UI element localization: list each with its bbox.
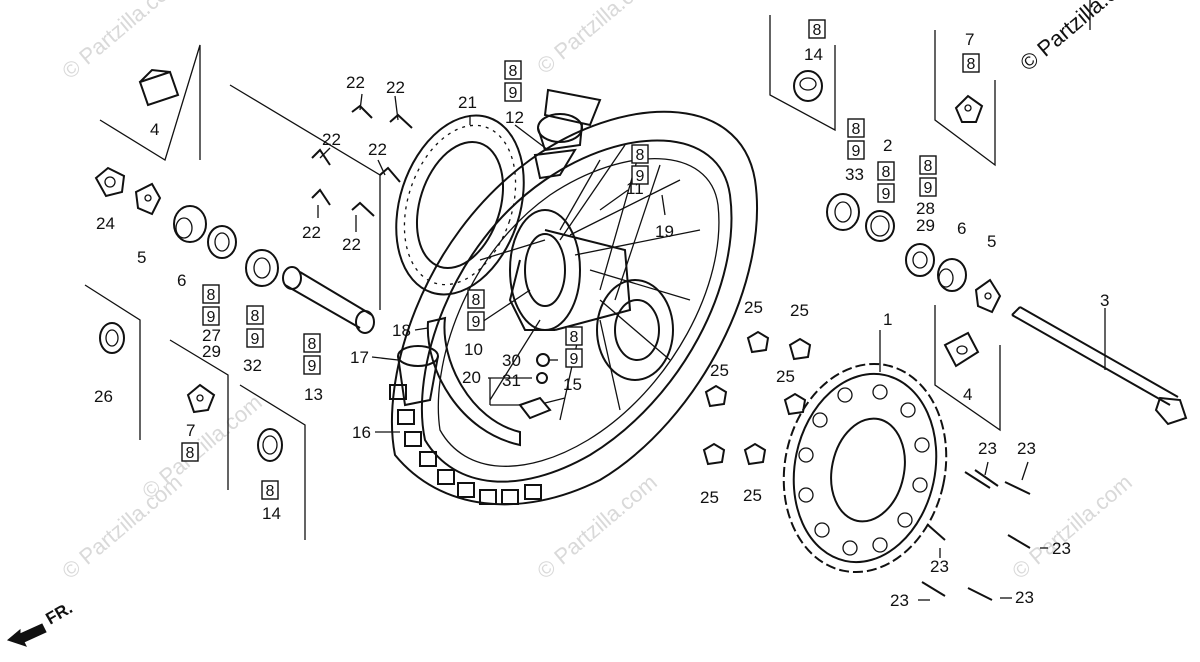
label-part-25: 25	[790, 301, 809, 320]
label-part-19: 19	[655, 222, 674, 241]
label-part-21: 21	[458, 93, 477, 112]
label-part-30: 30	[502, 351, 521, 370]
collar-6-left	[173, 205, 207, 243]
label-part-23: 23	[890, 591, 909, 610]
direction-label: FR.	[43, 598, 76, 628]
label-part-23: 23	[1017, 439, 1036, 458]
plate-7-right	[954, 94, 984, 123]
watermark: © Partzilla.com	[1007, 469, 1137, 583]
label-part-7: 7	[186, 421, 195, 440]
label-part-6: 6	[957, 219, 966, 238]
sprocket-bolts	[921, 469, 1031, 601]
label-part-23: 23	[1052, 539, 1071, 558]
label-part-25: 25	[710, 361, 729, 380]
label-part-20: 20	[462, 368, 481, 387]
label-part-26: 26	[94, 387, 113, 406]
label-part-4: 4	[963, 385, 972, 404]
label-part-6: 6	[177, 271, 186, 290]
label-part-23: 23	[1015, 588, 1034, 607]
sprocket-nuts	[702, 330, 812, 466]
label-part-12: 12	[505, 108, 524, 127]
spacer-13	[282, 266, 375, 334]
arrow-icon	[6, 623, 47, 647]
label-part-22: 22	[342, 235, 361, 254]
label-part-22: 22	[322, 130, 341, 149]
collar-6-right	[937, 258, 967, 292]
brake-disc	[395, 114, 525, 296]
valve-part	[518, 353, 552, 420]
label-part-17: 17	[350, 348, 369, 367]
nut-24	[94, 166, 126, 198]
seal-14-left	[257, 428, 283, 462]
plate-7-left	[186, 383, 216, 414]
label-part-10: 10	[464, 340, 483, 359]
label-part-4: 4	[150, 120, 159, 139]
collar-part	[533, 88, 602, 180]
label-part-1: 1	[883, 310, 892, 329]
watermark: © Partzilla.com	[532, 469, 662, 583]
label-part-13: 13	[304, 385, 323, 404]
label-part-18: 18	[392, 321, 411, 340]
label-part-16: 16	[352, 423, 371, 442]
label-part-29: 29	[202, 342, 221, 361]
label-part-5: 5	[987, 232, 996, 251]
label-part-23: 23	[930, 557, 949, 576]
label-part-22: 22	[346, 73, 365, 92]
wheel-hub	[508, 209, 674, 381]
watermark: © Partzilla.com	[532, 0, 662, 79]
plate-5-left	[134, 182, 162, 216]
label-part-25: 25	[744, 298, 763, 317]
bearing-32	[245, 249, 279, 287]
bearing-29	[905, 243, 935, 277]
label-part-22: 22	[302, 223, 321, 242]
label-part-25: 25	[700, 488, 719, 507]
label-part-32: 32	[243, 356, 262, 375]
label-part-14: 14	[804, 45, 823, 64]
tube-valve	[397, 345, 439, 407]
seal-14-right	[793, 70, 823, 102]
bearing-33	[826, 193, 860, 231]
label-part-5: 5	[137, 248, 146, 267]
copyright-text: © Partzilla.com	[1015, 0, 1145, 76]
label-part-27: 27	[202, 326, 221, 345]
watermark: © Partzilla.com	[137, 389, 267, 503]
label-part-25: 25	[743, 486, 762, 505]
rear-sprocket	[782, 362, 948, 574]
leader-lines	[317, 93, 1106, 601]
label-part-15: 15	[563, 375, 582, 394]
label-part-24: 24	[96, 214, 115, 233]
label-part-33: 33	[845, 165, 864, 184]
axle-collar-4	[138, 68, 180, 107]
label-part-14: 14	[262, 504, 281, 523]
seal-26	[99, 322, 125, 354]
label-part-23: 23	[978, 439, 997, 458]
rim-band	[426, 316, 521, 447]
plate-5-right	[974, 278, 1002, 314]
panel-outlines	[84, 0, 1091, 540]
front-direction-indicator: FR.	[6, 598, 76, 647]
label-part-22: 22	[386, 78, 405, 97]
label-part-3: 3	[1100, 291, 1109, 310]
part-number-labels: 1 2 3 4 4 5 5 6 6 7 7 10 11 12 13 14 14 …	[94, 30, 1109, 610]
label-part-29: 29	[916, 216, 935, 235]
tire-knobs	[389, 384, 542, 505]
disc-bolts	[311, 104, 413, 217]
circlip-28	[865, 210, 895, 242]
label-part-7: 7	[965, 30, 974, 49]
bearing-27	[207, 225, 237, 259]
axle-3	[1011, 306, 1188, 426]
adjuster-4-right	[943, 331, 980, 368]
label-part-31: 31	[502, 371, 521, 390]
label-part-28: 28	[916, 199, 935, 218]
label-part-22: 22	[368, 140, 387, 159]
rear-tire	[389, 110, 759, 506]
label-part-25: 25	[776, 367, 795, 386]
label-part-2: 2	[883, 136, 892, 155]
